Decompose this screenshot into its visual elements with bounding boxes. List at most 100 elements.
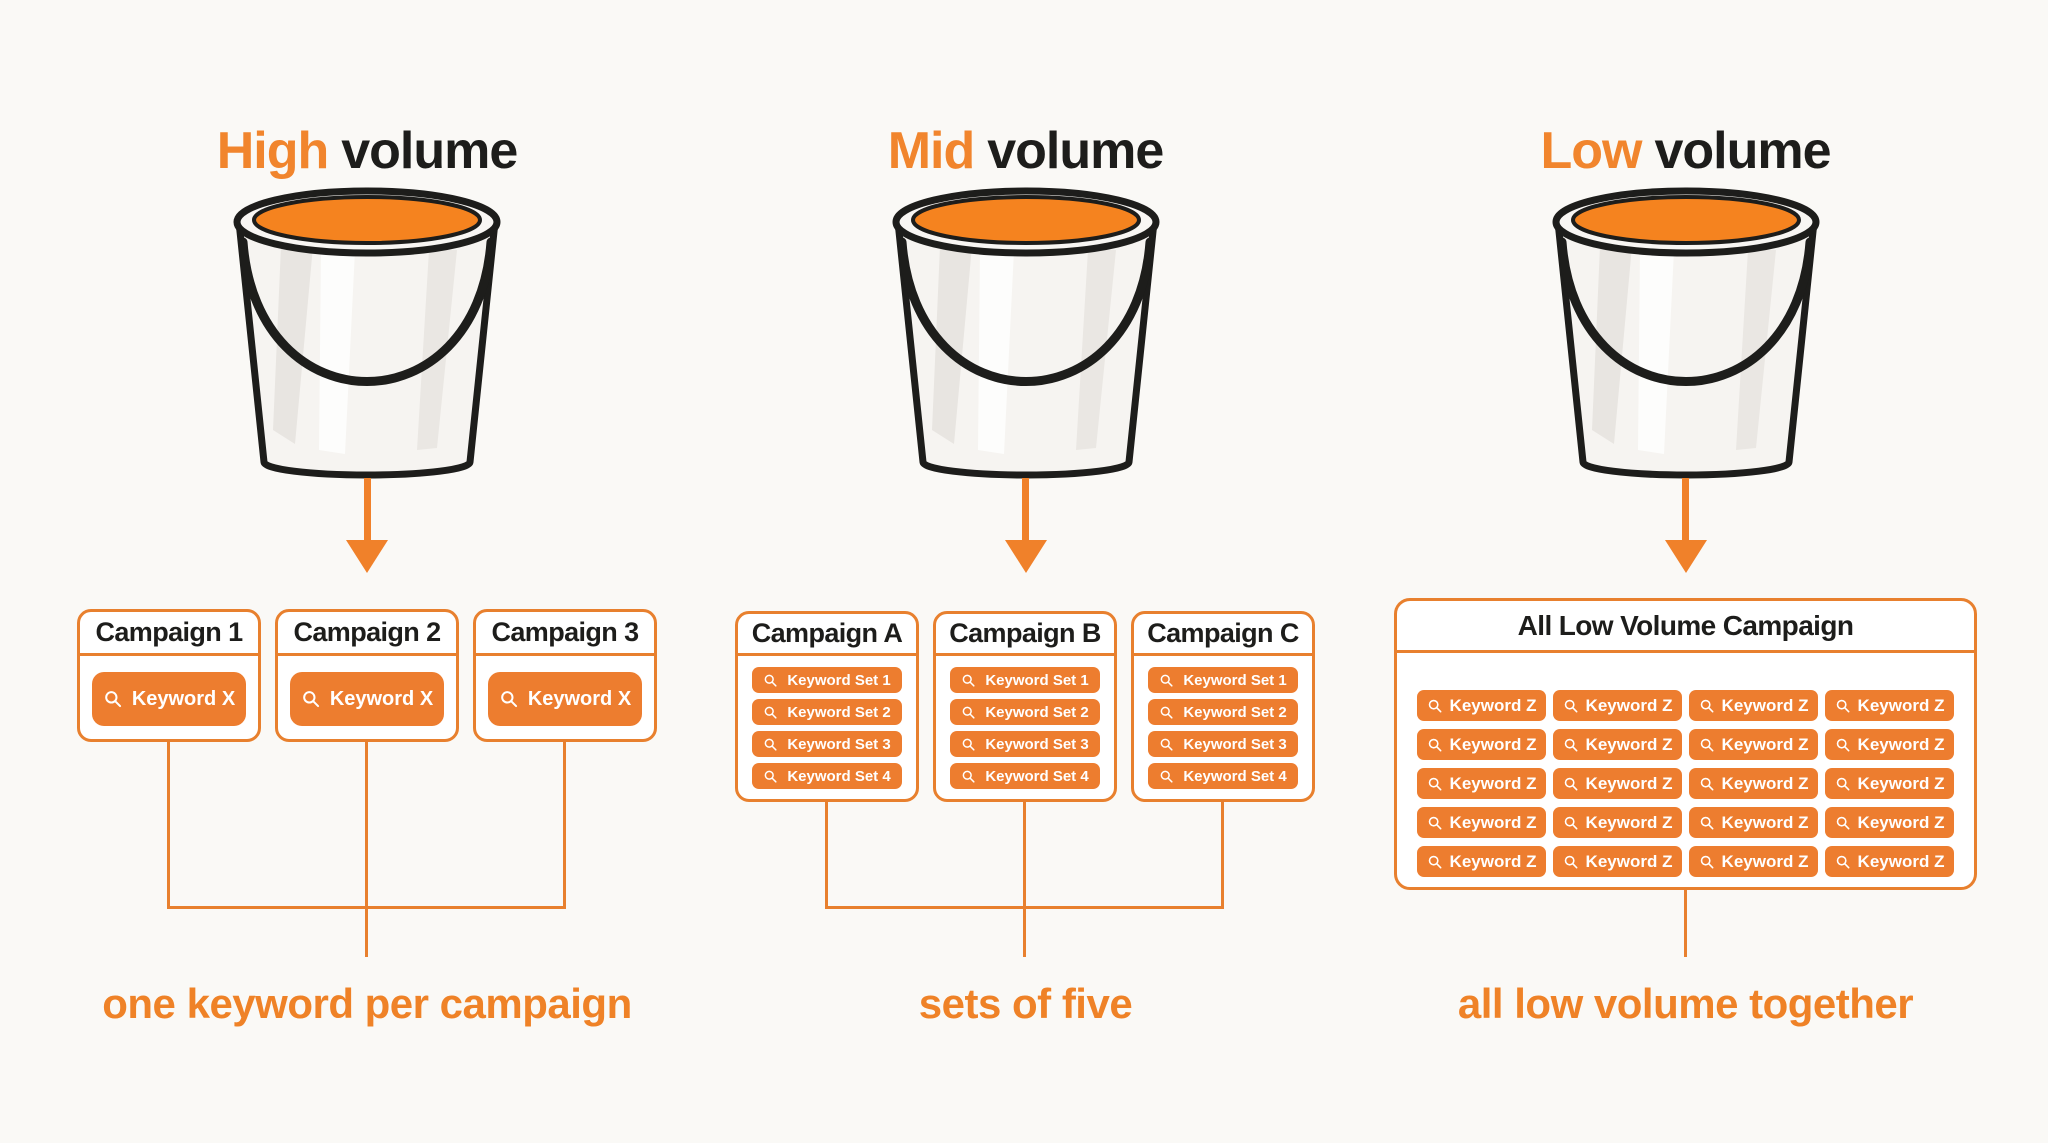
keyword-label: Keyword Z <box>1449 773 1537 793</box>
search-icon <box>764 738 777 751</box>
search-icon <box>1160 738 1173 751</box>
arrow-head <box>1004 540 1047 573</box>
low-volume-caption: all low volume together <box>1457 980 1914 1027</box>
keyword-list: Keyword Set 1 Keyword Set 2 Keyword Set … <box>1134 656 1312 789</box>
search-icon <box>1700 777 1714 790</box>
campaign-card: Campaign 1 Keyword X <box>77 609 261 742</box>
keyword-label: Keyword Set 4 <box>787 767 891 785</box>
keyword-button: Keyword Z <box>1417 807 1546 838</box>
search-icon <box>1700 738 1714 751</box>
keyword-label: Keyword X <box>131 687 236 710</box>
campaign-card-title: Campaign A <box>738 614 916 656</box>
connector-line <box>167 742 170 909</box>
high-campaign-cards: Campaign 1 Keyword X Campaign 2 Keyword … <box>77 609 657 742</box>
keyword-label: Keyword Z <box>1857 734 1945 754</box>
keyword-label: Keyword Set 2 <box>787 703 891 721</box>
keyword-button: Keyword X <box>92 672 246 726</box>
keyword-list: Keyword X <box>80 656 258 739</box>
keyword-button: Keyword Z <box>1553 768 1682 799</box>
campaign-card-title: Campaign C <box>1134 614 1312 656</box>
search-icon <box>764 770 777 783</box>
title-accent: Mid <box>887 121 976 180</box>
search-icon <box>962 674 975 687</box>
keyword-label: Keyword Set 4 <box>1183 767 1287 785</box>
keyword-button: Keyword X <box>290 672 444 726</box>
mid-campaign-cards: Campaign A Keyword Set 1 Keyword Set 2 <box>735 611 1316 802</box>
keyword-label: Keyword Z <box>1721 734 1809 754</box>
keyword-button: Keyword Z <box>1553 729 1682 760</box>
keyword-label: Keyword Z <box>1585 695 1673 715</box>
arrow-head <box>346 540 388 573</box>
title-accent: High <box>216 121 330 180</box>
keyword-button: Keyword Set 3 <box>1148 731 1298 757</box>
campaign-card: Campaign 3 Keyword X <box>473 609 657 742</box>
keyword-list: Keyword Set 1 Keyword Set 2 Keyword Set … <box>936 656 1114 789</box>
keyword-label: Keyword Z <box>1585 734 1673 754</box>
arrow-shaft <box>1682 478 1689 540</box>
title-rest: volume <box>341 121 518 180</box>
keyword-label: Keyword Set 2 <box>985 703 1089 721</box>
keyword-button: Keyword Z <box>1689 690 1818 721</box>
connector-line <box>167 906 566 909</box>
keyword-button: Keyword Set 2 <box>950 699 1100 725</box>
keyword-button: Keyword Z <box>1825 729 1954 760</box>
connector-line <box>563 742 566 909</box>
search-icon <box>1428 855 1442 868</box>
keyword-label: Keyword Z <box>1857 695 1945 715</box>
keyword-button: Keyword Z <box>1417 729 1546 760</box>
keyword-button: Keyword Z <box>1417 768 1546 799</box>
keyword-label: Keyword Set 3 <box>1183 735 1287 753</box>
search-icon <box>1564 816 1578 829</box>
keyword-list: Keyword X <box>278 656 456 739</box>
keyword-button: Keyword Z <box>1689 768 1818 799</box>
search-icon <box>1836 738 1850 751</box>
search-icon <box>1700 699 1714 712</box>
keyword-label: Keyword Set 1 <box>985 671 1089 689</box>
search-icon <box>764 706 777 719</box>
search-icon <box>962 738 975 751</box>
keyword-button: Keyword Z <box>1689 846 1818 877</box>
keyword-button: Keyword X <box>488 672 642 726</box>
keyword-label: Keyword Z <box>1449 812 1537 832</box>
campaign-card-title: Campaign B <box>936 614 1114 656</box>
keyword-button: Keyword Set 1 <box>950 667 1100 693</box>
keyword-button: Keyword Set 1 <box>1148 667 1298 693</box>
campaign-card-title: Campaign 1 <box>80 612 258 656</box>
keyword-label: Keyword Z <box>1585 773 1673 793</box>
keyword-button: Keyword Set 3 <box>752 731 902 757</box>
connector-line <box>1023 802 1026 957</box>
keyword-label: Keyword Z <box>1721 851 1809 871</box>
search-icon <box>1836 777 1850 790</box>
search-icon <box>962 770 975 783</box>
search-icon <box>1428 816 1442 829</box>
mid-volume-caption: sets of five <box>918 980 1133 1027</box>
search-icon <box>1564 738 1578 751</box>
search-icon <box>1836 816 1850 829</box>
keyword-button: Keyword Z <box>1417 690 1546 721</box>
title-rest: volume <box>987 121 1164 180</box>
keyword-button: Keyword Set 2 <box>1148 699 1298 725</box>
keyword-button: Keyword Set 1 <box>752 667 902 693</box>
search-icon <box>1428 699 1442 712</box>
keyword-button: Keyword Z <box>1417 846 1546 877</box>
keyword-button: Keyword Z <box>1825 807 1954 838</box>
search-icon <box>764 674 777 687</box>
campaign-card-title: All Low Volume Campaign <box>1397 601 1974 653</box>
keyword-button: Keyword Set 3 <box>950 731 1100 757</box>
arrow-down-icon <box>346 478 388 573</box>
search-icon <box>1428 738 1442 751</box>
keyword-button: Keyword Z <box>1825 846 1954 877</box>
search-icon <box>1564 777 1578 790</box>
keyword-grid: Keyword Z Keyword Z Keyword Z Keyword Z <box>1397 690 1974 877</box>
search-icon <box>1428 777 1442 790</box>
keyword-label: Keyword Z <box>1449 734 1537 754</box>
keyword-label: Keyword X <box>527 687 632 710</box>
keyword-label: Keyword Z <box>1857 812 1945 832</box>
search-icon <box>500 691 517 708</box>
keyword-list: Keyword Set 1 Keyword Set 2 Keyword Set … <box>738 656 916 789</box>
keyword-label: Keyword Z <box>1857 773 1945 793</box>
campaign-card: Campaign A Keyword Set 1 Keyword Set 2 <box>735 611 919 802</box>
keyword-label: Keyword Set 4 <box>985 767 1089 785</box>
